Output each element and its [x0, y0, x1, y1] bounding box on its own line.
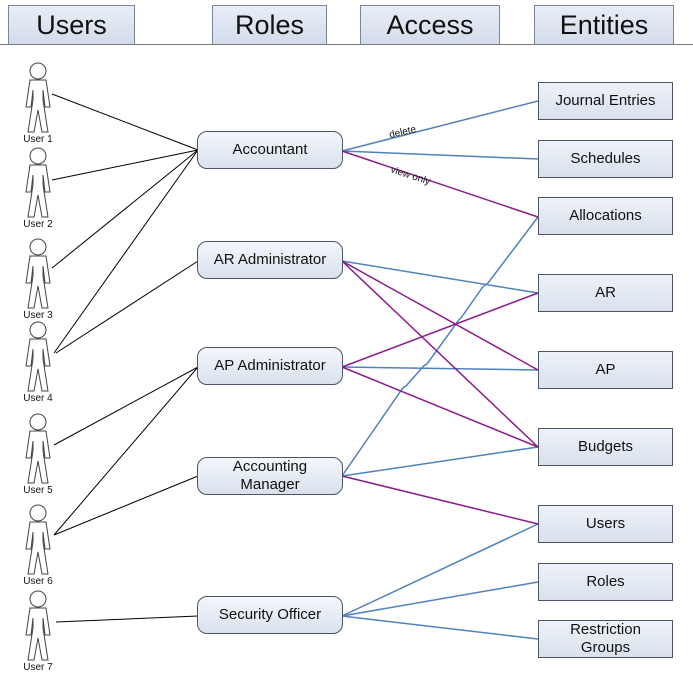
access-ar-admin-budgets	[341, 260, 539, 448]
role-security-officer: Security Officer	[197, 596, 343, 634]
access-accountant-journal	[341, 100, 539, 152]
role-label: AR Administrator	[213, 251, 327, 268]
entity-label: AR	[595, 284, 616, 301]
link-user2-accountant	[51, 149, 199, 181]
access-acct-manager-users	[341, 475, 539, 525]
actor-user-3: User 3	[18, 238, 58, 321]
header-divider	[0, 44, 693, 45]
person-icon	[25, 504, 51, 575]
actor-user-6: User 6	[18, 504, 58, 587]
link-user6-acct-manager	[53, 475, 199, 536]
entity-roles: Roles	[538, 563, 673, 601]
actor-user-7: User 7	[18, 590, 58, 673]
role-accounting-manager: Accounting Manager	[197, 457, 343, 495]
person-icon	[25, 321, 51, 392]
role-label: Accountant	[232, 141, 308, 158]
actor-user-2: User 2	[18, 147, 58, 230]
actor-user-5: User 5	[18, 413, 58, 496]
role-accountant: Accountant	[197, 131, 343, 169]
entity-allocations: Allocations	[538, 197, 673, 235]
entity-label: Roles	[586, 573, 625, 590]
access-security-restriction	[341, 615, 539, 640]
access-accountant-schedules	[341, 150, 539, 160]
link-user5-ap-admin	[53, 366, 199, 446]
access-acct-manager-allocations	[341, 216, 539, 477]
link-user7-security-officer	[55, 615, 199, 623]
access-ap-admin-ar	[341, 292, 539, 368]
header-entities: Entities	[534, 5, 674, 45]
entity-restriction-groups: Restriction Groups	[538, 620, 673, 658]
entity-label: Allocations	[569, 207, 642, 224]
edge-label-view-only: view only	[389, 164, 432, 187]
edge-label-delete: delete	[388, 124, 417, 141]
actor-user-1: User 1	[18, 62, 58, 145]
entity-label: Schedules	[570, 150, 641, 167]
link-user1-accountant	[51, 93, 199, 151]
person-icon	[25, 147, 51, 218]
person-icon	[25, 413, 51, 484]
access-security-roles	[341, 581, 539, 617]
access-accountant-allocations	[341, 150, 539, 218]
access-ap-admin-ap	[341, 366, 539, 371]
person-icon	[25, 590, 51, 661]
entity-ar: AR	[538, 274, 673, 312]
user-label: User 4	[23, 393, 53, 404]
entity-users: Users	[538, 505, 673, 543]
user-label: User 1	[23, 134, 53, 145]
link-user4-ar-admin	[55, 260, 199, 354]
role-ar-administrator: AR Administrator	[197, 241, 343, 279]
entity-label: Journal Entries	[555, 92, 656, 109]
role-label: AP Administrator	[214, 357, 326, 374]
access-acct-manager-budgets	[341, 446, 539, 477]
person-icon	[25, 62, 51, 133]
role-label: Security Officer	[218, 606, 322, 623]
entity-schedules: Schedules	[538, 140, 673, 178]
user-label: User 7	[23, 662, 53, 673]
entity-label: Budgets	[577, 438, 634, 455]
access-ar-admin-ap	[341, 260, 539, 371]
user-label: User 6	[23, 576, 53, 587]
person-icon	[25, 238, 51, 309]
entity-journal-entries: Journal Entries	[538, 82, 673, 120]
entity-label: AP	[595, 361, 616, 378]
header-access: Access	[360, 5, 500, 45]
role-ap-administrator: AP Administrator	[197, 347, 343, 385]
user-label: User 2	[23, 219, 53, 230]
header-roles: Roles	[212, 5, 327, 45]
user-label: User 3	[23, 310, 53, 321]
access-ap-admin-budgets	[341, 366, 539, 448]
link-user4-accountant	[53, 149, 199, 354]
entity-budgets: Budgets	[538, 428, 673, 466]
role-label: Accounting Manager	[232, 458, 308, 493]
entity-label: Users	[585, 515, 626, 532]
link-user6-ap-admin	[53, 366, 199, 536]
entity-label: Restriction Groups	[570, 621, 641, 656]
user-label: User 5	[23, 485, 53, 496]
link-user3-accountant	[51, 149, 199, 269]
actor-user-4: User 4	[18, 321, 58, 404]
access-security-users	[341, 523, 539, 617]
access-ar-admin-ar	[341, 260, 539, 294]
entity-ap: AP	[538, 351, 673, 389]
header-users: Users	[8, 5, 135, 45]
